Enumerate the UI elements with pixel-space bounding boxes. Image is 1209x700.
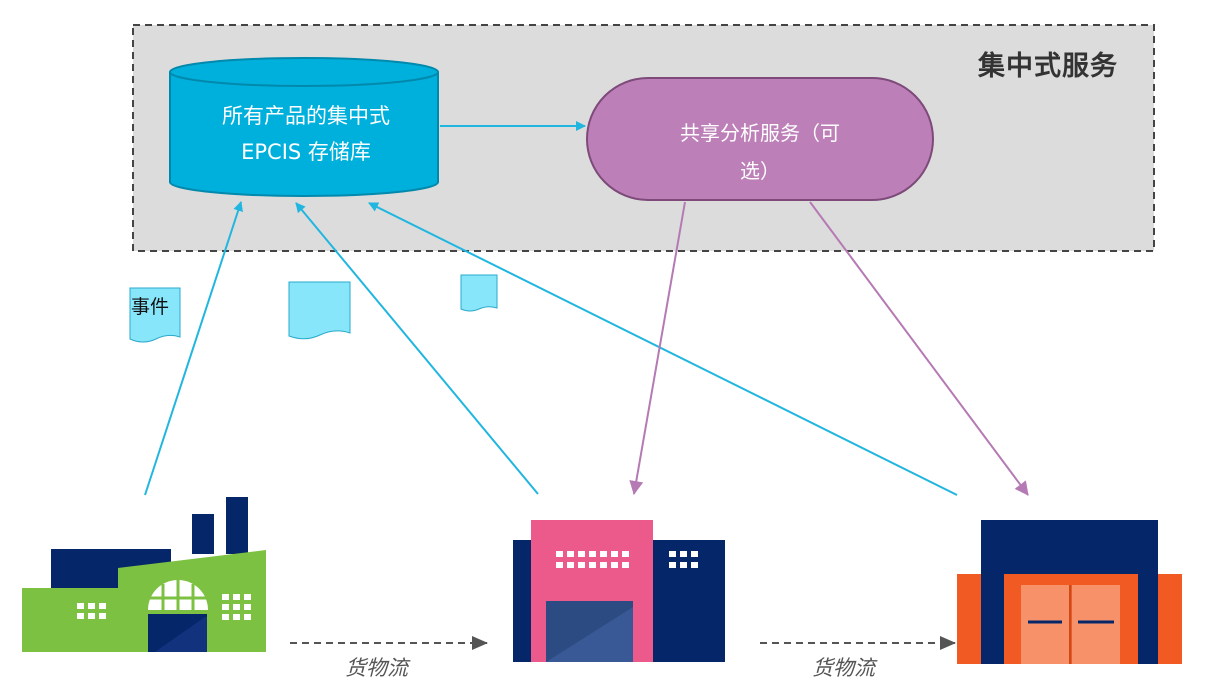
shared-analytics-service[interactable] <box>586 77 934 201</box>
analytics-label-line2: 选） <box>740 159 780 183</box>
document-icon <box>460 274 498 312</box>
factory-icon[interactable] <box>22 497 266 652</box>
analytics-arrow-distribution <box>629 201 686 495</box>
event-arrow-store <box>368 202 958 496</box>
distribution-center-icon[interactable] <box>513 520 725 662</box>
event-label: 事件 <box>131 296 170 318</box>
central-services-title: 集中式服务 <box>978 51 1118 82</box>
analytics-label-line1: 共享分析服务（可 <box>680 121 840 145</box>
retail-store-icon[interactable] <box>957 520 1182 664</box>
document-icon <box>288 281 351 340</box>
event-arrow-factory <box>144 201 243 496</box>
document-icon <box>129 287 181 343</box>
goods-flow-label: 货物流 <box>812 656 875 680</box>
repository-label-line2: EPCIS 存储库 <box>241 140 371 164</box>
database-cylinder-icon[interactable] <box>169 57 439 197</box>
event-arrow-distribution <box>295 202 539 495</box>
repository-label-line1: 所有产品的集中式 <box>222 104 390 128</box>
goods-flow-label: 货物流 <box>345 656 408 680</box>
analytics-label: 共享分析服务（可 选） <box>600 114 920 190</box>
repository-label: 所有产品的集中式 EPCIS 存储库 <box>168 98 444 170</box>
analytics-arrow-store <box>809 201 1029 496</box>
